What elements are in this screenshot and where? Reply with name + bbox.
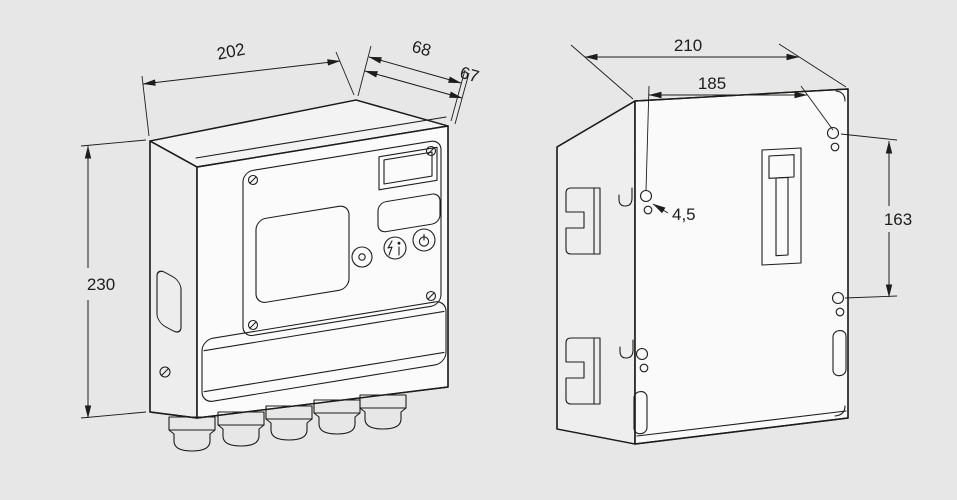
dim-label-hole-diameter: 4,5 bbox=[672, 205, 696, 224]
dim-label-rear-width: 210 bbox=[674, 36, 702, 55]
dim-depth-67: 67 bbox=[364, 63, 481, 125]
dim-label-depth-total: 68 bbox=[410, 37, 433, 60]
hinge-pin-top bbox=[618, 187, 633, 207]
mounting-hole bbox=[643, 205, 653, 215]
mounting-hole bbox=[831, 291, 845, 305]
reset-info-icon bbox=[387, 240, 401, 256]
dim-label-height: 230 bbox=[87, 275, 115, 294]
bottom-rim-line bbox=[636, 410, 847, 437]
control-panel-door bbox=[242, 140, 442, 337]
rear-side-face bbox=[556, 100, 636, 445]
enclosure-outline bbox=[149, 99, 449, 419]
cable-glands bbox=[168, 394, 407, 452]
rear-view: 210 185 4,5 163 bbox=[556, 36, 912, 445]
hinge-top bbox=[565, 187, 601, 255]
cable-gland bbox=[168, 416, 216, 452]
adjust-button-dot bbox=[358, 253, 366, 261]
dim-mounting-height-163: 163 bbox=[840, 133, 912, 299]
lcd-display bbox=[378, 146, 438, 191]
dim-width-210: 210 bbox=[570, 36, 847, 100]
door-screws bbox=[247, 145, 437, 331]
mounting-hole bbox=[835, 307, 845, 317]
terminal-cover bbox=[201, 301, 447, 402]
cable-gland bbox=[217, 411, 265, 447]
mounting-hole bbox=[635, 347, 649, 361]
front-view: 230 202 68 67 bbox=[80, 37, 481, 452]
side-recess bbox=[156, 270, 182, 333]
dim-hole-diameter: 4,5 bbox=[652, 203, 696, 224]
vent-slot-right bbox=[832, 330, 847, 377]
dim-label-mounting-width: 185 bbox=[698, 74, 726, 93]
reset-info-button[interactable] bbox=[383, 236, 407, 260]
cable-gland bbox=[265, 405, 313, 441]
hinge-pin-bottom bbox=[619, 339, 634, 359]
dim-height-230: 230 bbox=[80, 139, 147, 419]
dim-mounting-width-185: 185 bbox=[645, 74, 834, 192]
cable-gland bbox=[313, 399, 361, 435]
lcd-display-window bbox=[383, 151, 433, 185]
corner-fillet bbox=[834, 405, 846, 417]
door-outline bbox=[242, 140, 442, 337]
power-icon bbox=[418, 233, 430, 247]
dim-label-depth-housing: 67 bbox=[458, 63, 481, 86]
dim-label-mounting-height: 163 bbox=[884, 210, 912, 229]
nameplate bbox=[377, 193, 441, 233]
keyhole-mount-slot bbox=[761, 147, 802, 266]
vent-slot-left bbox=[633, 391, 648, 435]
mounting-hole bbox=[639, 363, 649, 373]
power-button[interactable] bbox=[412, 228, 436, 252]
corner-fillet bbox=[835, 90, 846, 102]
mounting-hole bbox=[826, 126, 840, 140]
rear-back-face bbox=[634, 88, 849, 445]
side-screw bbox=[159, 366, 171, 378]
cable-gland bbox=[359, 394, 407, 430]
hinge-bottom bbox=[565, 337, 601, 405]
dim-label-width: 202 bbox=[215, 40, 247, 64]
enclosure-front-face bbox=[196, 125, 449, 419]
display-window bbox=[255, 205, 350, 303]
enclosure-inner-edges bbox=[149, 125, 449, 419]
mounting-hole bbox=[830, 142, 840, 152]
button-row bbox=[351, 228, 436, 268]
adjust-button[interactable] bbox=[351, 246, 373, 268]
lid-seam-line bbox=[195, 116, 447, 159]
dim-depth-68: 68 bbox=[357, 37, 466, 122]
